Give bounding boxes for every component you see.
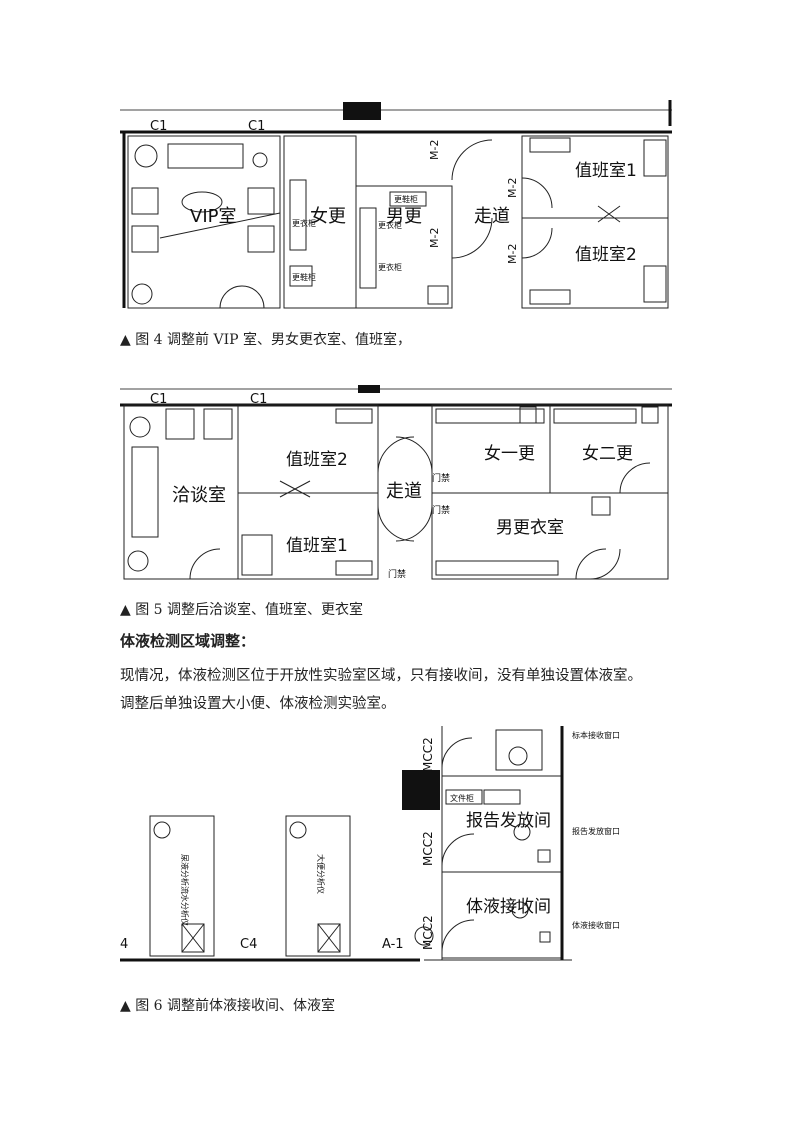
fig6-grid-label: A-1	[382, 937, 404, 952]
fig5-room-male: 男更衣室	[496, 518, 564, 538]
fig5-door-label: 门禁	[388, 568, 406, 580]
fig6-room-fluid-receive: 体液接收间	[466, 897, 551, 917]
fig6-window-label: 体液接收窗口	[572, 920, 620, 930]
fig4-room-corridor: 走道	[474, 206, 510, 227]
fig6-analyzer-label: 大便分析仪	[316, 854, 326, 894]
fig4-small-label: 更鞋柜	[292, 272, 316, 282]
fig4-room-duty1: 值班室1	[575, 161, 637, 181]
fig4-door-label: M-2	[428, 228, 441, 248]
fig5-room-female2: 女二更	[582, 444, 633, 464]
fig4-room-female: 女更	[310, 206, 346, 227]
figure-5-caption: ▲ 图 5 调整后洽谈室、值班室、更衣室	[120, 602, 364, 618]
fig6-grid-label: C4	[240, 937, 257, 952]
fig6-door-label: MCC2	[421, 831, 435, 866]
fig4-small-label: 更衣柜	[378, 262, 402, 272]
fig6-door-label: MCC2	[421, 737, 435, 772]
fig5-room-duty1: 值班室1	[286, 536, 348, 556]
fig6-room-report: 报告发放间	[466, 811, 551, 831]
fig6-grid-label: 4	[120, 937, 128, 952]
figure-6-floorplan: 标本接收窗口 报告发放窗口 体液接收窗口 MCC2 MCC2 MCC2 报告发放…	[120, 726, 672, 966]
fig6-window-label: 报告发放窗口	[572, 826, 620, 836]
fig6-window-label: 标本接收窗口	[572, 730, 620, 740]
figure-4-caption: ▲ 图 4 调整前 VIP 室、男女更衣室、值班室，	[120, 332, 411, 348]
fig4-room-vip: VIP室	[190, 206, 236, 227]
fig4-small-label: 更衣柜	[292, 218, 316, 228]
fig6-analyzer-label: 尿液分析流水分析仪	[180, 854, 190, 926]
figure-6-caption: ▲ 图 6 调整前体液接收间、体液室	[120, 998, 336, 1014]
fig4-door-label: M-2	[506, 244, 519, 264]
fig5-door-label: 门禁	[432, 472, 450, 484]
fig5-grid-label: C1	[250, 392, 267, 407]
fig4-small-label: 更衣柜	[378, 220, 402, 230]
fig5-room-corridor: 走道	[386, 481, 422, 502]
fig4-grid-label: C1	[150, 119, 167, 134]
fig4-door-label: M-2	[428, 140, 441, 160]
fig4-small-label: 更鞋柜	[394, 194, 418, 204]
paragraph: 调整后单独设置大小便、体液检测实验室。	[120, 696, 396, 712]
fig5-room-female1: 女一更	[484, 444, 535, 464]
fig5-room-negotiation: 洽谈室	[172, 485, 226, 506]
figure-4-floorplan: C1 C1 VIP室 女更 男更 走道 值班室1 值班室2 M-2 M-2 M-…	[120, 98, 672, 320]
figure-5-floorplan: C1 C1 洽谈室 值班室2 值班室1 走道 女一更 女二更 男更衣室 门禁 门…	[120, 385, 672, 581]
fig4-room-duty2: 值班室2	[575, 245, 637, 265]
section-heading: 体液检测区域调整：	[120, 632, 256, 650]
fig6-door-label: MCC2	[421, 915, 435, 950]
fig5-door-label: 门禁	[432, 504, 450, 516]
fig5-grid-label: C1	[150, 392, 167, 407]
paragraph: 现情况，体液检测区位于开放性实验室区域，只有接收间，没有单独设置体液室。	[120, 668, 642, 684]
fig4-grid-label: C1	[248, 119, 265, 134]
fig6-cabinet-label: 文件柜	[450, 793, 474, 803]
fig4-room-male: 男更	[386, 206, 422, 227]
fig5-room-duty2: 值班室2	[286, 450, 348, 470]
fig4-door-label: M-2	[506, 178, 519, 198]
